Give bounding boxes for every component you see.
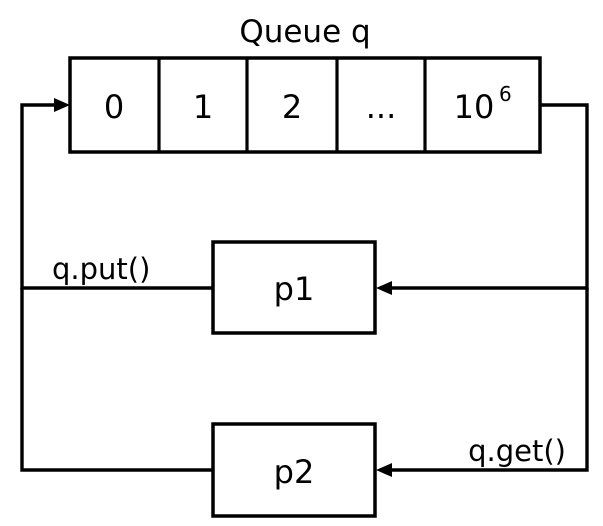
arrowhead-into-p1 <box>376 281 392 295</box>
queue-box <box>68 56 542 154</box>
edge-queue-to-p1 <box>384 103 589 290</box>
queue-cell-last-superscript: 6 <box>499 82 512 106</box>
edge-label-q-get: q.get() <box>468 434 566 468</box>
edge-p2-to-queue <box>20 288 213 472</box>
arrowhead-into-p2 <box>376 463 392 477</box>
queue-cell-last-label: 10 <box>454 88 495 126</box>
queue-cell-1-label: 1 <box>193 88 213 126</box>
edge-queue-to-p2 <box>384 288 589 472</box>
process-p1-box <box>211 240 377 335</box>
process-p2-box <box>211 422 377 518</box>
edge-p1-to-queue <box>20 103 213 290</box>
arrowhead-into-queue <box>54 98 70 112</box>
page-title: Queue q <box>239 14 370 50</box>
edge-label-q-put: q.put() <box>52 252 150 286</box>
queue-cell-ellipsis-label: ... <box>366 88 397 126</box>
process-p1-label: p1 <box>274 270 315 308</box>
queue-cell-0-label: 0 <box>104 88 124 126</box>
process-p2-label: p2 <box>274 453 315 491</box>
queue-cell-2-label: 2 <box>282 88 302 126</box>
